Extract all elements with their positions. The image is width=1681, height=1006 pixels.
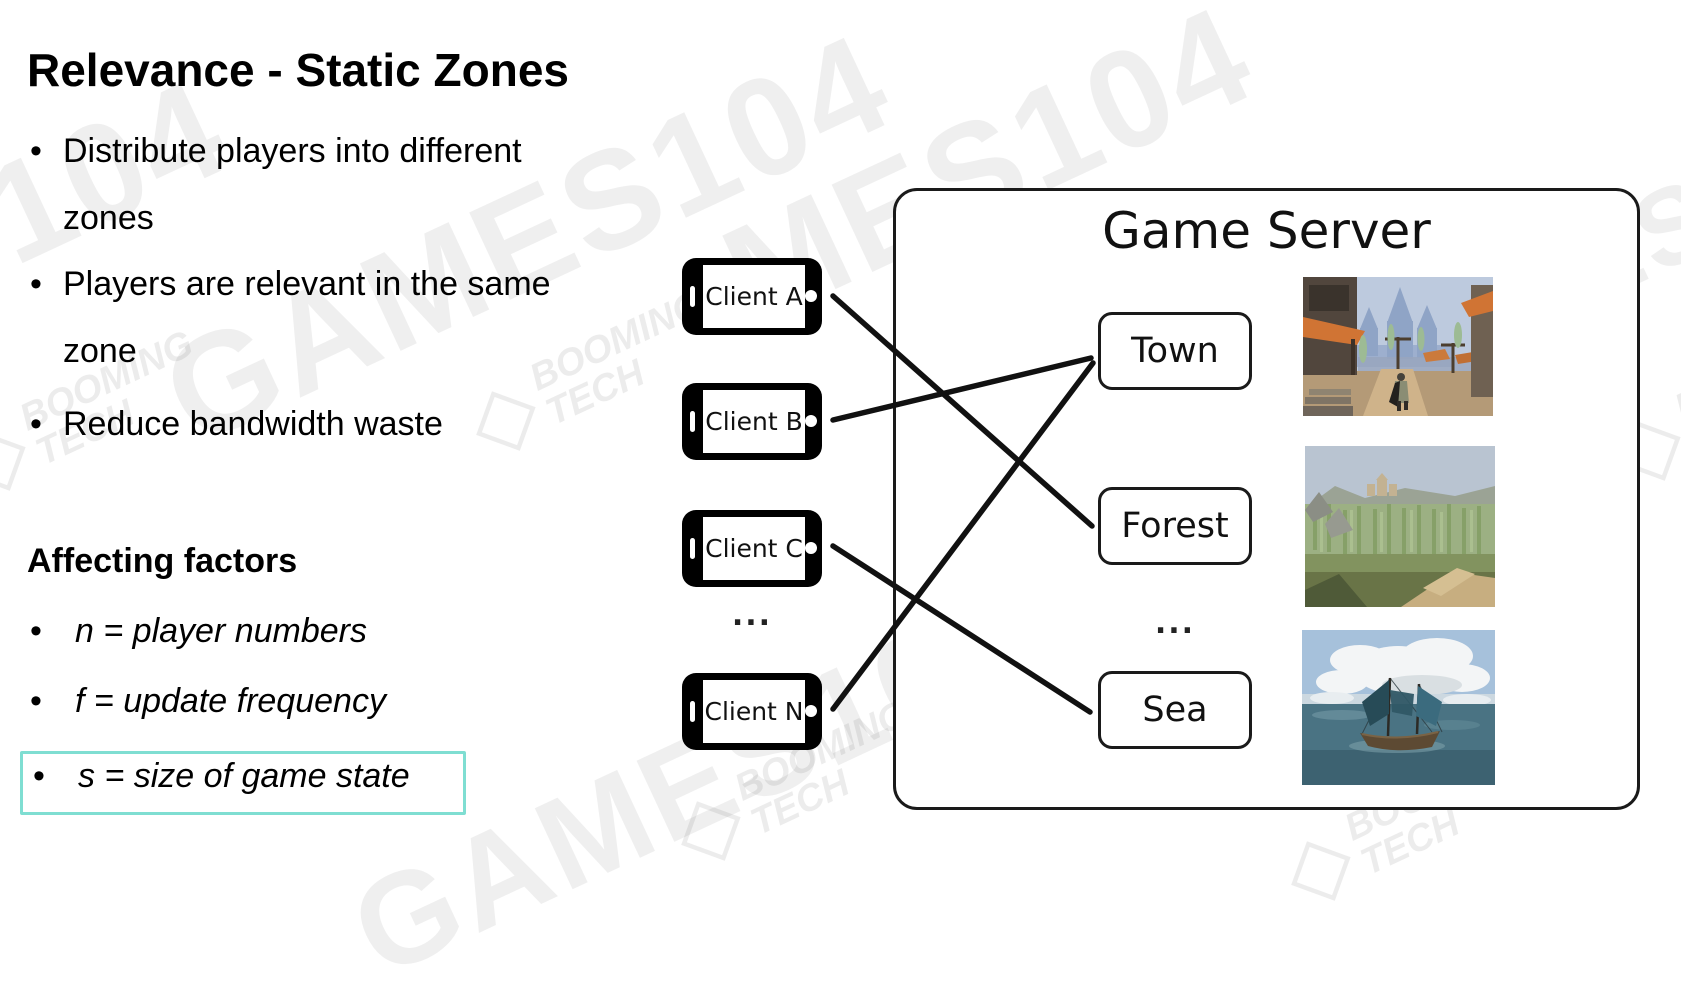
client-b-phone: Client B: [682, 383, 822, 460]
game-server-box: [893, 188, 1640, 810]
clients-ellipsis: ...: [731, 598, 773, 633]
zones-ellipsis: ...: [1154, 606, 1196, 641]
phone-speaker-icon: [690, 538, 695, 559]
bullet-dot: •: [30, 132, 42, 170]
highlighted-factor-box: • s = size of game state: [20, 751, 466, 815]
factor-item: f = update frequency: [75, 682, 386, 720]
client-c-phone: Client C: [682, 510, 822, 587]
factor-item-highlighted: s = size of game state: [78, 757, 410, 795]
page-title: Relevance - Static Zones: [27, 43, 569, 96]
client-a-phone: Client A: [682, 258, 822, 335]
bullet-dot: •: [30, 682, 42, 720]
town-character: [1389, 373, 1409, 411]
zone-box-forest: Forest: [1098, 487, 1252, 565]
sea-image: [1302, 630, 1495, 785]
client-label: Client A: [703, 265, 805, 328]
client-n-phone: Client N: [682, 673, 822, 750]
bullet-text: Players are relevant in the same: [63, 265, 551, 303]
forest-image: [1305, 446, 1495, 607]
sea-ship: [1360, 677, 1443, 751]
forest-castle: [1367, 473, 1397, 496]
game-server-title: Game Server: [1102, 202, 1431, 260]
zone-box-sea: Sea: [1098, 671, 1252, 749]
phone-speaker-icon: [690, 411, 695, 432]
bullet-text: zones: [63, 199, 154, 237]
client-label: Client C: [703, 517, 805, 580]
phone-home-button-icon: [805, 705, 817, 717]
bullet-dot: •: [30, 612, 42, 650]
phone-home-button-icon: [805, 415, 817, 427]
bullet-dot: •: [30, 405, 42, 443]
bullet-dot: •: [33, 757, 45, 795]
factor-item: n = player numbers: [75, 612, 367, 650]
bullet-text: Reduce bandwidth waste: [63, 405, 443, 443]
town-image: [1303, 277, 1493, 416]
bullet-text: zone: [63, 332, 137, 370]
bullet-dot: •: [30, 265, 42, 303]
client-label: Client B: [703, 390, 805, 453]
bullet-text: Distribute players into different: [63, 132, 522, 170]
affecting-factors-heading: Affecting factors: [27, 542, 298, 580]
phone-speaker-icon: [690, 286, 695, 307]
client-label: Client N: [703, 680, 805, 743]
phone-home-button-icon: [805, 542, 817, 554]
phone-speaker-icon: [690, 701, 695, 722]
phone-home-button-icon: [805, 290, 817, 302]
zone-box-town: Town: [1098, 312, 1252, 390]
